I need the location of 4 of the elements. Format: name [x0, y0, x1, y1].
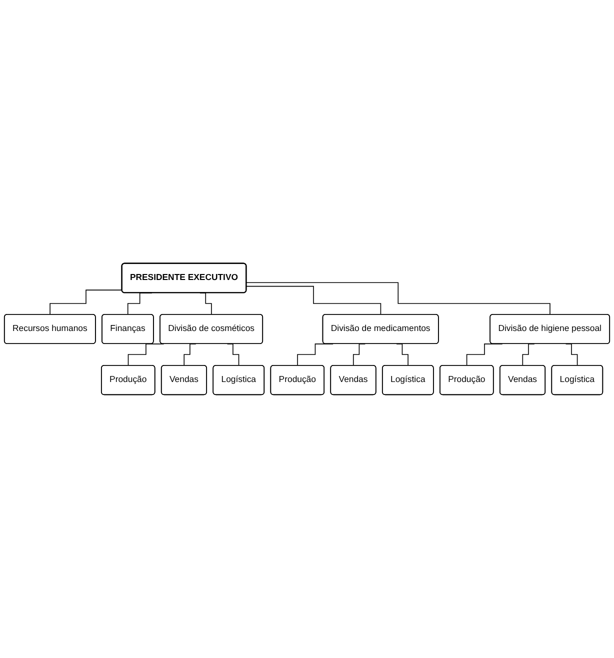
connector: [246, 282, 551, 316]
connector: [128, 344, 164, 366]
connector: [50, 290, 122, 316]
connector: [246, 286, 382, 316]
